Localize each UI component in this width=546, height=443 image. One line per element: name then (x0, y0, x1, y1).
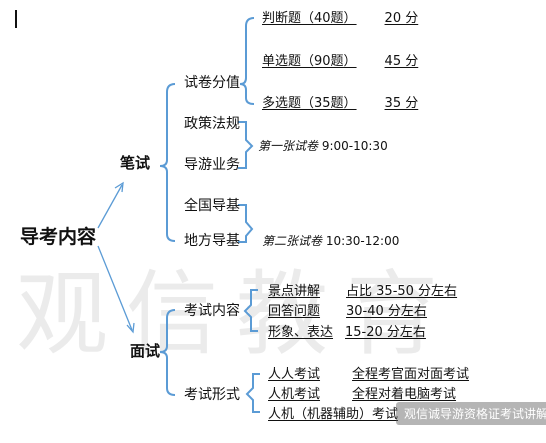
paper-score-node: 试卷分值 (184, 75, 240, 91)
content-name: 景点讲解 (268, 284, 321, 299)
bracket-scores (239, 17, 255, 105)
score-row: 单选题（90题） 45 分 (262, 55, 418, 68)
text-cursor (15, 10, 17, 28)
arrow-to-written (97, 184, 123, 229)
content-row: 回答问题 30-40 分左右 (268, 305, 427, 318)
form-row: 人机（机器辅助）考试 (268, 408, 398, 421)
local-node: 地方导基 (184, 233, 240, 249)
score-row: 判断题（40题） 20 分 (262, 12, 418, 25)
form-row: 人机考试 全程对着电脑考试 (268, 388, 456, 401)
arrow-to-interview (97, 245, 133, 331)
national-node: 全国导基 (184, 198, 240, 214)
paper2-label: 第二张试卷 (262, 234, 323, 248)
content-row: 形象、表达 15-20 分左右 (268, 326, 426, 339)
score-name: 判断题（40题） (262, 11, 357, 26)
content-name: 形象、表达 (268, 325, 334, 340)
paper2-time: 第二张试卷 10:30-12:00 (262, 235, 399, 247)
guide-business-node: 导游业务 (184, 157, 240, 173)
form-name: 人机考试 (268, 387, 321, 402)
score-row: 多选题（35题） 35 分 (262, 97, 418, 110)
root-node: 导考内容 (20, 226, 97, 248)
content-row: 景点讲解 占比 35-50 分左右 (268, 285, 457, 298)
bracket-paper2 (238, 204, 254, 243)
source-badge: 观信诚导游资格证考试讲解 (396, 402, 546, 425)
paper2-range: 10:30-12:00 (325, 234, 400, 248)
score-name: 单选题（90题） (262, 54, 357, 69)
content-value: 15-20 分左右 (345, 325, 426, 340)
form-row: 人人考试 全程考官面对面考试 (268, 368, 469, 381)
arrowhead-interview (126, 322, 135, 334)
written-node: 笔试 (120, 154, 151, 172)
paper1-time: 第一张试卷 9:00-10:30 (258, 140, 388, 152)
interview-node: 面试 (130, 342, 161, 360)
bracket-written (159, 83, 176, 242)
score-value: 20 分 (384, 11, 419, 26)
exam-content-node: 考试内容 (184, 303, 240, 319)
bracket-content (243, 289, 258, 332)
policy-node: 政策法规 (184, 116, 240, 132)
paper1-range: 9:00-10:30 (321, 139, 388, 153)
form-name: 人人考试 (268, 367, 321, 382)
score-value: 45 分 (384, 54, 419, 69)
paper1-label: 第一张试卷 (258, 139, 319, 153)
bracket-interview (159, 309, 176, 396)
bracket-paper1 (238, 121, 254, 169)
watermark-text: 观信教育 (16, 261, 457, 368)
bracket-form (245, 373, 260, 413)
content-value: 占比 35-50 分左右 (346, 284, 458, 299)
exam-form-node: 考试形式 (184, 387, 240, 403)
form-value: 全程考官面对面考试 (352, 367, 470, 382)
score-name: 多选题（35题） (262, 96, 357, 111)
content-name: 回答问题 (268, 304, 321, 319)
content-value: 30-40 分左右 (346, 304, 427, 319)
score-value: 35 分 (384, 96, 419, 111)
arrowhead-written (114, 181, 124, 193)
form-name: 人机（机器辅助）考试 (268, 407, 399, 422)
form-value: 全程对着电脑考试 (352, 387, 457, 402)
